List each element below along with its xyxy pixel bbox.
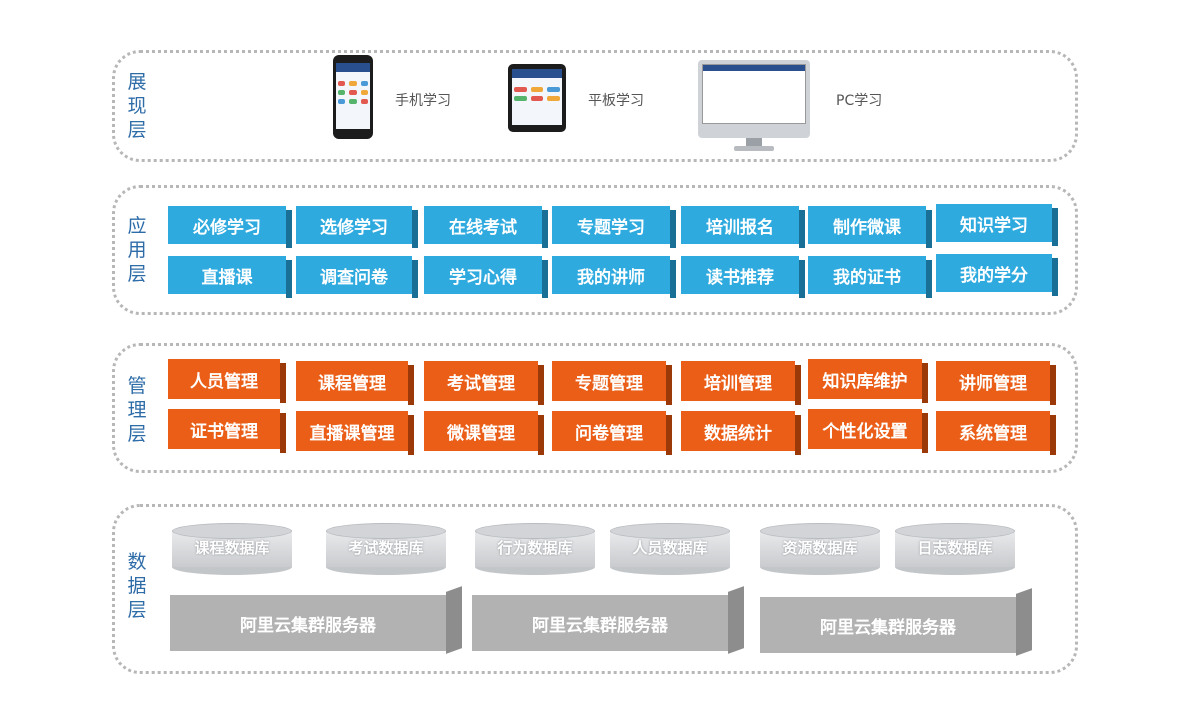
module-my-credits[interactable]: 我的学分 <box>936 254 1058 296</box>
module-knowledge-base-maintenance[interactable]: 知识库维护 <box>808 359 928 403</box>
module-topic-learning[interactable]: 专题学习 <box>552 206 676 248</box>
management-layer-label: 管理层 <box>127 375 147 445</box>
database-log: 日志数据库 <box>895 523 1015 575</box>
module-my-certificate[interactable]: 我的证书 <box>808 256 932 298</box>
application-layer-label: 应用层 <box>127 215 147 285</box>
management-layer <box>112 343 1078 473</box>
module-required-learning[interactable]: 必修学习 <box>168 206 292 248</box>
module-certificate-management[interactable]: 证书管理 <box>168 409 286 453</box>
module-book-recommend[interactable]: 读书推荐 <box>681 256 805 298</box>
module-survey[interactable]: 调查问卷 <box>296 256 418 298</box>
module-make-microcourse[interactable]: 制作微课 <box>808 206 932 248</box>
module-training-management[interactable]: 培训管理 <box>681 361 801 405</box>
module-training-signup[interactable]: 培训报名 <box>681 206 805 248</box>
module-online-exam[interactable]: 在线考试 <box>424 206 548 248</box>
cloud-server-cluster-1: 阿里云集群服务器 <box>170 595 446 651</box>
module-exam-management[interactable]: 考试管理 <box>424 361 544 405</box>
module-personnel-management[interactable]: 人员管理 <box>168 359 286 403</box>
database-exam: 考试数据库 <box>326 523 446 575</box>
module-learning-notes[interactable]: 学习心得 <box>424 256 548 298</box>
module-personalization-settings[interactable]: 个性化设置 <box>808 409 928 453</box>
tablet-learning-label: 平板学习 <box>588 93 644 109</box>
module-survey-management[interactable]: 问卷管理 <box>552 411 672 455</box>
module-data-statistics[interactable]: 数据统计 <box>681 411 801 455</box>
module-elective-learning[interactable]: 选修学习 <box>296 206 418 248</box>
module-microcourse-management[interactable]: 微课管理 <box>424 411 544 455</box>
data-layer-label: 数据层 <box>127 551 147 621</box>
module-live-course-management[interactable]: 直播课管理 <box>296 411 414 455</box>
database-course: 课程数据库 <box>172 523 292 575</box>
database-resource: 资源数据库 <box>760 523 880 575</box>
module-system-management[interactable]: 系统管理 <box>936 411 1056 455</box>
cloud-server-cluster-2: 阿里云集群服务器 <box>472 595 728 651</box>
pc-learning-label: PC学习 <box>836 93 883 109</box>
monitor-icon <box>698 60 810 151</box>
module-knowledge-learning[interactable]: 知识学习 <box>936 204 1058 246</box>
database-personnel: 人员数据库 <box>610 523 730 575</box>
phone-icon <box>333 55 373 139</box>
cloud-server-cluster-3: 阿里云集群服务器 <box>760 597 1016 653</box>
module-topic-management[interactable]: 专题管理 <box>552 361 672 405</box>
presentation-layer <box>112 50 1078 162</box>
tablet-icon <box>508 64 566 132</box>
module-my-lecturer[interactable]: 我的讲师 <box>552 256 676 298</box>
presentation-layer-label: 展现层 <box>127 71 147 141</box>
module-live-course[interactable]: 直播课 <box>168 256 292 298</box>
module-lecturer-management[interactable]: 讲师管理 <box>936 361 1056 405</box>
module-course-management[interactable]: 课程管理 <box>296 361 414 405</box>
application-layer <box>112 185 1078 315</box>
database-behavior: 行为数据库 <box>475 523 595 575</box>
phone-learning-label: 手机学习 <box>395 93 451 109</box>
data-layer <box>112 504 1078 674</box>
